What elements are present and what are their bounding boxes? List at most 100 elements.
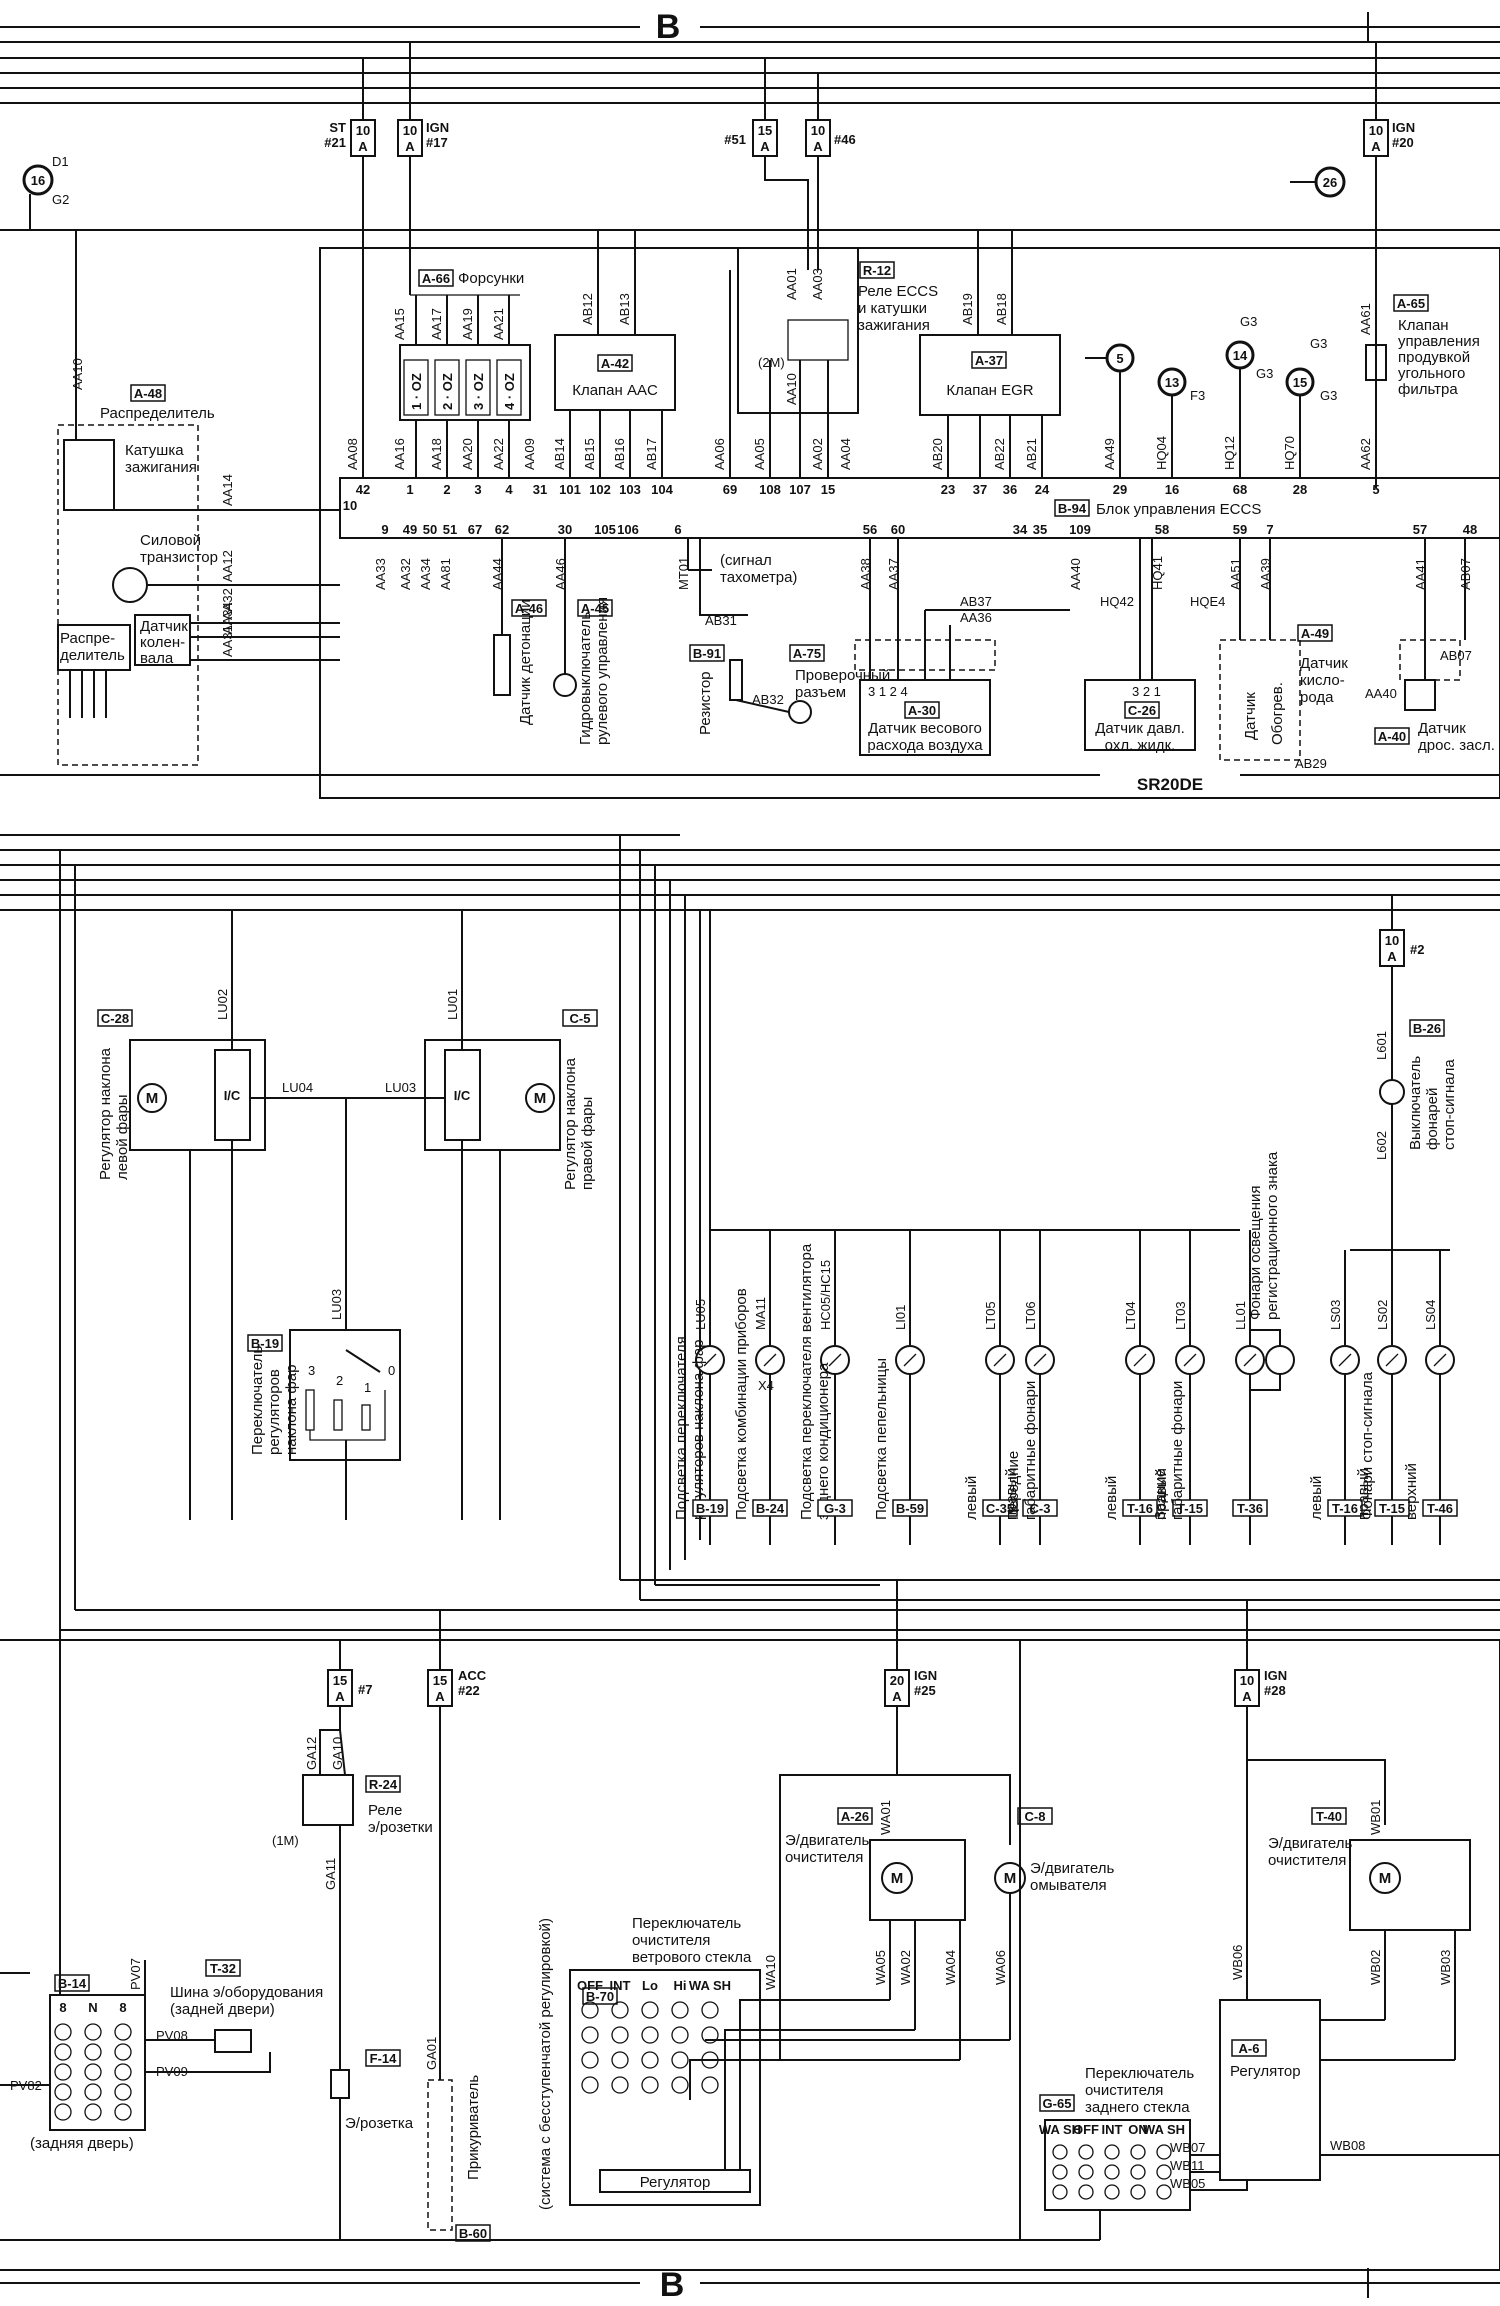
wire-label: AA38	[858, 558, 873, 590]
wire-label: AB18	[994, 293, 1009, 325]
wire-label: AA22	[491, 438, 506, 470]
coolant-sensor: 3 2 1 C-26 Датчик давл. охл. жидк.	[1084, 538, 1196, 754]
throttle-position-sensor: A-40 Датчик дрос. засл.	[1374, 538, 1495, 754]
wire-label: AB15	[582, 438, 597, 470]
lamp-label: левый	[963, 1476, 980, 1520]
injector-cells: 1 · OZ 2 · OZ 3 · OZ 4 · OZ	[403, 359, 522, 416]
fuse-ign25-unit: A	[892, 1689, 902, 1704]
front-wiper-m: M	[891, 1870, 904, 1887]
wire-label: AA40	[1068, 558, 1083, 590]
left-ic: I/C	[224, 1088, 241, 1103]
ecu-top-pin: 31	[533, 482, 547, 497]
bus-l2: (задней двери)	[170, 2001, 275, 2018]
coolant-l1: Датчик давл.	[1095, 720, 1185, 737]
ign-coil-l1: Катушка	[125, 442, 184, 459]
ecu-top-pin: 37	[973, 482, 987, 497]
leveling-switch: B-19 3 2 1 0 Переключатель регуляторов н…	[247, 1329, 401, 1520]
ref-16-num: 16	[31, 173, 45, 188]
ref-14-num: 14	[1233, 348, 1248, 363]
rear-wiper-l2: очистителя	[1268, 1852, 1346, 1869]
injector-1: 1 · OZ	[409, 373, 424, 410]
wire-label: AB07	[1458, 558, 1473, 590]
coolant-pins: 3 2 1	[1132, 684, 1161, 699]
rear-wiper-switch: G-65 Переключатель очистителя заднего ст…	[1019, 1640, 1248, 2240]
wire-label: AA33	[373, 558, 388, 590]
mid-bus	[0, 834, 1500, 1630]
wire-label: AA81	[438, 558, 453, 590]
ws-switch-l2: очистителя	[632, 1932, 710, 1949]
crank-sensor-l1: Датчик	[140, 618, 188, 635]
power-transistor-l1: Силовой	[140, 532, 201, 549]
switch-pos-3: 3	[308, 1363, 315, 1378]
ecu-top-pin: 15	[821, 482, 835, 497]
ecu-bottom-pin: 67	[468, 522, 482, 537]
ref-5: 5	[1085, 343, 1135, 478]
distributor-inner-l1: Распре-	[60, 630, 115, 647]
rear-col: OFF	[1073, 2122, 1099, 2137]
lamp-label: Подсветка переключателя вентилятора	[798, 1243, 815, 1520]
wire-ga11: GA11	[323, 1858, 338, 1890]
check-l1: Проверочный	[795, 667, 890, 684]
maf-l2: расхода воздуха	[867, 737, 983, 754]
wire-wb07: WB07	[1170, 2140, 1205, 2155]
fuse-ign20-num: #20	[1392, 135, 1414, 150]
relay-l2: э/розетки	[368, 1819, 433, 1836]
rear-wiper-regulator: A-6 Регулятор WB08	[1219, 1999, 1500, 2181]
stop-sw-l3: стоп-сигнала	[1441, 1059, 1458, 1150]
distributor-tag: A-48	[134, 386, 162, 401]
ecu-bottom-pin: 58	[1155, 522, 1169, 537]
egr-label: Клапан EGR	[946, 382, 1033, 399]
ecu-top-pin: 1	[406, 482, 413, 497]
stop-sw-l1: Выключатель	[1407, 1056, 1424, 1150]
knock-sensor: A-46 Датчик детонации	[493, 538, 547, 725]
egr-valve: A-37 Клапан EGR	[919, 230, 1061, 478]
fuse-2-unit: A	[1387, 949, 1397, 964]
wire-wb01: WB01	[1368, 1800, 1383, 1835]
fuse-51-num: #51	[724, 132, 746, 147]
coolant-l2: охл. жидк.	[1105, 737, 1176, 754]
bus-l1: Шина э/оборудования	[170, 1984, 323, 2001]
wire-label: AA09	[522, 438, 537, 470]
bus-grid	[54, 2023, 132, 2121]
psw-l1: Гидровыключатель	[577, 612, 594, 745]
wire-label: AA02	[810, 438, 825, 470]
wire-lu03: LU03	[385, 1080, 416, 1095]
wire-label: AA17	[429, 308, 444, 340]
lamp-wire: LT06	[1023, 1301, 1038, 1330]
wire-wb08: WB08	[1330, 2138, 1365, 2153]
fuse-2-num: #2	[1410, 942, 1424, 957]
ecu-bottom-pin: 109	[1069, 522, 1091, 537]
maf-tag: A-30	[908, 703, 936, 718]
wire-pv07: PV07	[128, 1958, 143, 1990]
psw-tag: A-45	[581, 601, 609, 616]
socket-label: Э/розетка	[345, 2115, 414, 2132]
tacho-resistor-check: (сигнал тахометра) B-91 Резистор A-75 Пр…	[687, 538, 890, 735]
wire-label: AA37	[886, 558, 901, 590]
wire-ga10: GA10	[330, 1737, 345, 1770]
wire-wb06: WB06	[1230, 1945, 1245, 1980]
lamp-label: левый	[1308, 1476, 1325, 1520]
lamp-label: правый	[1003, 1468, 1020, 1520]
fuse-ign17: 10 A IGN #17	[397, 42, 449, 295]
o2-sensor: A-49 Датчик Обогрев. Датчик кисло- рода	[1219, 538, 1348, 761]
bottom-border: B	[0, 2266, 1500, 2304]
leveling-links: LU04 LU03 LU03	[250, 1080, 445, 1330]
wire-label: AB17	[644, 438, 659, 470]
lamp-tag: B-24	[756, 1501, 785, 1516]
ref-14-g3b: G3	[1256, 366, 1273, 381]
lamp-tag: T-46	[1427, 1501, 1453, 1516]
wire-label: AA18	[429, 438, 444, 470]
tacho-l1: (сигнал	[720, 552, 772, 569]
washer-tag: C-8	[1025, 1809, 1046, 1824]
wire-label: AA31	[220, 625, 235, 657]
ecu-bottom-pin: 51	[443, 522, 457, 537]
fuse-st21-name: ST	[329, 120, 346, 135]
lamp-label: правый	[1355, 1468, 1372, 1520]
ecu-top-pin: 69	[723, 482, 737, 497]
wire-label: AB31	[705, 613, 737, 628]
wire-label: HQ70	[1282, 436, 1297, 470]
